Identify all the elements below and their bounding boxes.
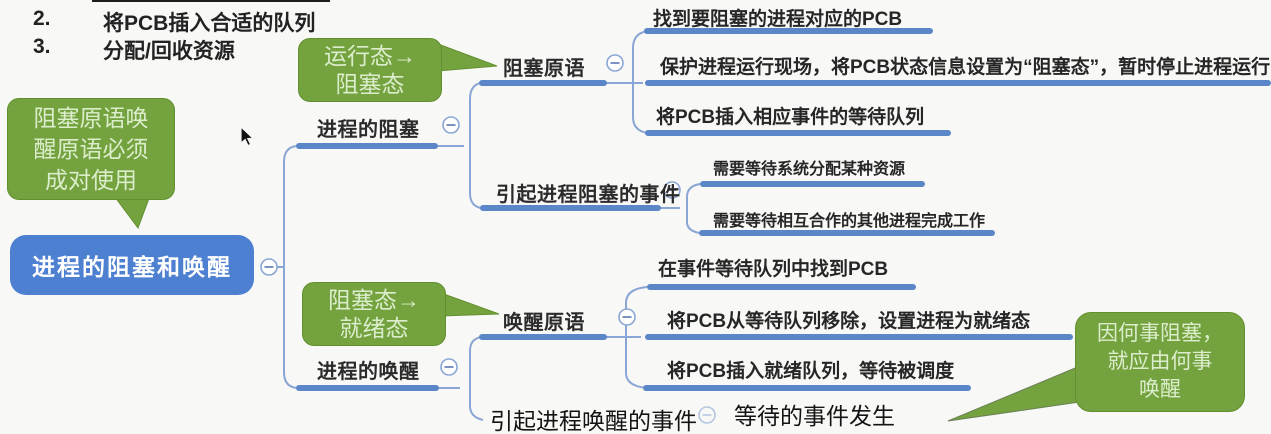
callout-run-to-block[interactable]: 运行态→ 阻塞态 xyxy=(298,38,442,102)
callout-tails xyxy=(111,43,1081,422)
waking-children-bracket xyxy=(469,336,484,421)
wake-reason-line3: 唤醒 xyxy=(1139,378,1181,401)
root-collapse-toggle[interactable] xyxy=(260,258,278,276)
wake-step-3[interactable]: 将PCB插入就绪队列，等待被调度 xyxy=(667,361,955,382)
note-item-2-number: 2. xyxy=(33,7,51,30)
callout-wake-reason[interactable]: 因何事阻塞， 就应由何事 唤醒 xyxy=(1075,312,1245,412)
cropped-text-line xyxy=(92,0,330,2)
callout-pair-line2: 醒原语必须 xyxy=(33,135,149,162)
blocking-children-bracket xyxy=(469,82,482,209)
topic-wake-events[interactable]: 引起进程唤醒的事件 xyxy=(490,409,697,434)
root-children-bracket xyxy=(283,145,298,389)
wake-reason-line1: 因何事阻塞， xyxy=(1097,322,1223,345)
run-to-block-line2: 阻塞态 xyxy=(335,71,405,97)
note-item-3-text: 分配/回收资源 xyxy=(103,40,235,63)
topic-block-events[interactable]: 引起进程阻塞的事件 xyxy=(496,184,681,206)
wake-reason-line2: 就应由何事 xyxy=(1107,350,1213,373)
callout-block-to-ready[interactable]: 阻塞态→ 就绪态 xyxy=(302,282,446,346)
block-step-1[interactable]: 找到要阻塞的进程对应的PCB xyxy=(653,9,903,30)
block-event-2[interactable]: 需要等待相互合作的其他进程完成工作 xyxy=(713,213,986,230)
callout-wake-reason-tail xyxy=(947,365,1081,422)
root-topic-label: 进程的阻塞和唤醒 xyxy=(32,254,232,280)
block-event-1[interactable]: 需要等待系统分配某种资源 xyxy=(713,161,906,178)
topic-underlines xyxy=(296,28,1271,391)
wake-primitive-collapse-toggle[interactable] xyxy=(618,308,636,326)
block-step-2[interactable]: 保护进程运行现场，将PCB状态信息设置为“阻塞态”，暂时停止进程运行 xyxy=(660,57,1271,78)
topic-waking[interactable]: 进程的唤醒 xyxy=(317,361,420,383)
blocking-collapse-toggle[interactable] xyxy=(442,116,460,134)
block-events-children-bracket xyxy=(686,183,701,234)
topic-blocking[interactable]: 进程的阻塞 xyxy=(317,119,420,141)
wake-events-collapse-toggle[interactable] xyxy=(698,406,716,424)
callout-block-to-ready-tail xyxy=(440,292,500,317)
block-to-ready-line2: 就绪态 xyxy=(339,315,409,341)
root-topic[interactable]: 进程的阻塞和唤醒 xyxy=(10,235,254,295)
note-item-3-number: 3. xyxy=(33,35,51,58)
block-to-ready-line1: 阻塞态→ xyxy=(328,287,420,313)
callout-pair-line3: 成对使用 xyxy=(45,166,137,193)
wake-step-1[interactable]: 在事件等待队列中找到PCB xyxy=(658,259,889,280)
callout-pair-line1: 阻塞原语唤 xyxy=(33,104,149,131)
wake-step-2[interactable]: 将PCB从等待队列移除，设置进程为就绪态 xyxy=(667,311,1031,332)
callout-pair-usage[interactable]: 阻塞原语唤 醒原语必须 成对使用 xyxy=(7,98,175,200)
waking-collapse-toggle[interactable] xyxy=(440,358,458,376)
note-item-2-text: 将PCB插入合适的队列 xyxy=(103,12,316,35)
collapse-toggles xyxy=(260,54,716,424)
callout-run-to-block-tail xyxy=(437,43,498,72)
wake-event-1[interactable]: 等待的事件发生 xyxy=(734,404,895,429)
mouse-cursor-icon xyxy=(240,126,255,147)
wake-primitive-children-bracket xyxy=(625,286,648,389)
block-step-3[interactable]: 将PCB插入相应事件的等待队列 xyxy=(656,107,925,128)
branch-brackets xyxy=(277,30,701,421)
topic-wake-primitive[interactable]: 唤醒原语 xyxy=(503,312,585,334)
block-events-collapse-toggle[interactable] xyxy=(663,181,681,199)
block-primitive-children-bracket xyxy=(632,30,649,134)
run-to-block-line1: 运行态→ xyxy=(324,43,416,69)
block-primitive-collapse-toggle[interactable] xyxy=(606,54,624,72)
topic-block-primitive[interactable]: 阻塞原语 xyxy=(503,58,585,80)
